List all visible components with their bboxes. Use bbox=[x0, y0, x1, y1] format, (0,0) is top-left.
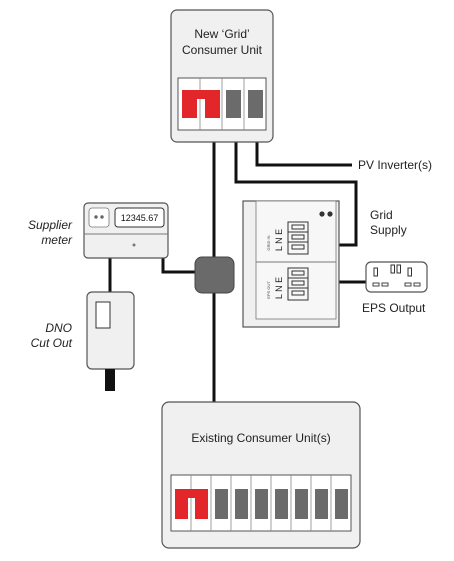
terminal-bottom-lne-label: L N E bbox=[274, 277, 284, 299]
eps-terminal-block-icon bbox=[287, 267, 309, 301]
new-unit-breaker-1 bbox=[226, 90, 241, 118]
meter-dot-icon bbox=[132, 243, 136, 247]
new-unit-breaker-2 bbox=[248, 90, 263, 118]
terminal-top-lne-label: L N E bbox=[274, 229, 284, 251]
new-unit-title-line1: New ‘Grid’ bbox=[194, 27, 249, 41]
supplier-meter: 12345.67 bbox=[83, 202, 169, 259]
screw-icon bbox=[327, 211, 333, 217]
meter-reading: 12345.67 bbox=[121, 213, 159, 223]
grid-supply-wire bbox=[234, 142, 358, 247]
cut-out-fuse-icon bbox=[95, 301, 111, 329]
junction-box-icon bbox=[194, 256, 235, 294]
dno-label-line1: DNO bbox=[45, 321, 72, 335]
existing-unit-breaker-3 bbox=[255, 489, 268, 519]
existing-unit-breaker-6 bbox=[315, 489, 328, 519]
double-socket-icon bbox=[365, 261, 428, 293]
pv-inverter-wire bbox=[255, 142, 352, 167]
existing-unit-breaker-1 bbox=[215, 489, 228, 519]
existing-unit-breaker-4 bbox=[275, 489, 288, 519]
existing-unit-main-switch-icon bbox=[175, 489, 208, 519]
grid-supply-label-line1: Grid bbox=[370, 208, 393, 222]
dno-cut-out bbox=[86, 291, 135, 391]
dno-label-line2: Cut Out bbox=[31, 336, 73, 350]
existing-consumer-unit: Existing Consumer Unit(s) bbox=[161, 401, 361, 549]
existing-unit-title: Existing Consumer Unit(s) bbox=[191, 431, 330, 445]
terminal-bottom-small-label: EPS OUT bbox=[266, 281, 271, 299]
meter-junction-wire bbox=[161, 255, 197, 274]
existing-unit-breaker-7 bbox=[335, 489, 348, 519]
existing-unit-breaker-2 bbox=[235, 489, 248, 519]
supplier-meter-label-line2: meter bbox=[41, 233, 73, 247]
supplier-meter-label-line1: Supplier bbox=[28, 218, 73, 232]
new-unit-main-switch-icon bbox=[182, 90, 220, 118]
screw-icon bbox=[319, 211, 325, 217]
led-icon bbox=[94, 215, 98, 219]
new-grid-consumer-unit: New ‘Grid’ Consumer Unit bbox=[170, 9, 274, 143]
existing-unit-breaker-5 bbox=[295, 489, 308, 519]
meter-display bbox=[114, 207, 165, 228]
new-unit-title-line2: Consumer Unit bbox=[182, 43, 263, 57]
grid-supply-label-line2: Supply bbox=[370, 223, 407, 237]
incoming-cable-icon bbox=[105, 369, 115, 391]
meter-led-panel bbox=[88, 207, 110, 228]
eps-output-label: EPS Output bbox=[362, 301, 426, 315]
grid-terminal-block-icon bbox=[287, 221, 309, 255]
terminal-top-small-label: GRID IN bbox=[266, 235, 271, 250]
led-icon bbox=[100, 215, 104, 219]
gateway-terminal-unit: GRID IN EPS OUT L N E L N E bbox=[242, 200, 340, 328]
pv-inverter-label: PV Inverter(s) bbox=[358, 158, 432, 172]
